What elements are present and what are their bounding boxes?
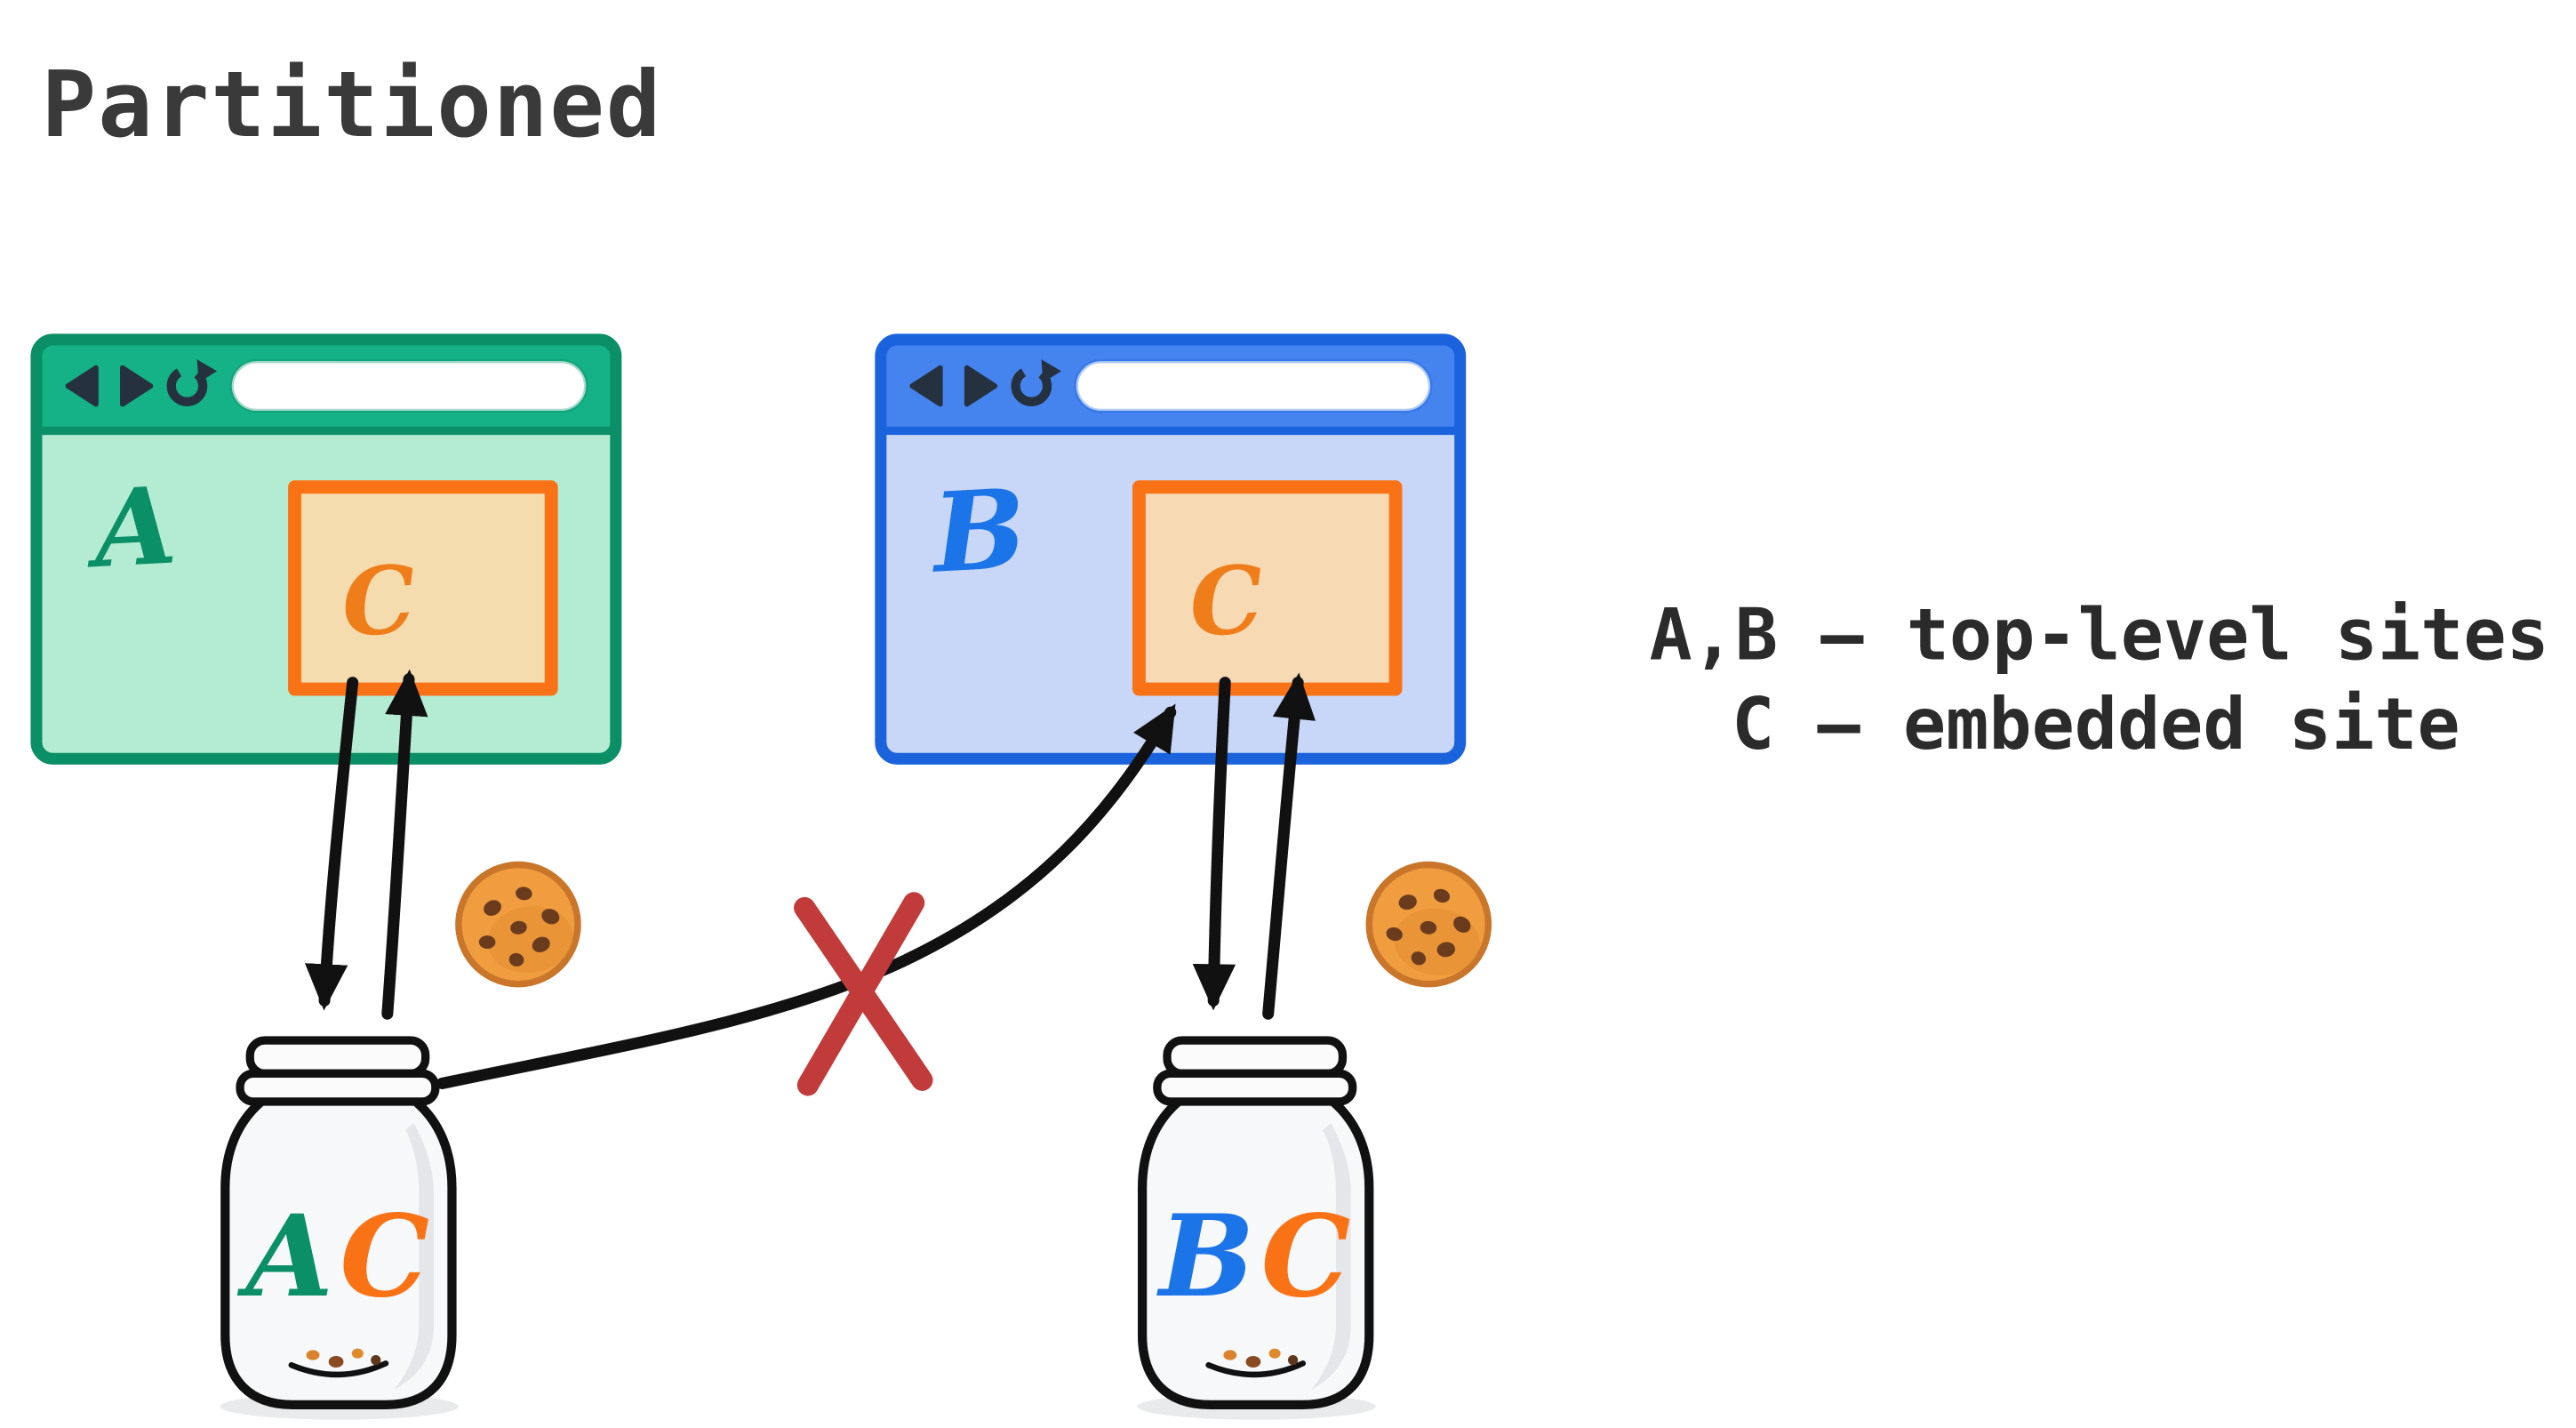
legend-line-1: A,B – top-level sites bbox=[1649, 594, 2548, 677]
arrow-c-to-right-jar bbox=[1192, 677, 1236, 1011]
browser-window-a: A C bbox=[30, 333, 622, 765]
embedded-iframe-b bbox=[1132, 480, 1403, 696]
blocked-cross-partition-arrow bbox=[436, 703, 1177, 1089]
iframe-a-label: C bbox=[339, 544, 420, 659]
page-title: Partitioned bbox=[42, 52, 663, 158]
window-b-label: B bbox=[927, 464, 1028, 597]
browser-window-b: B C bbox=[875, 333, 1467, 765]
window-a-border bbox=[30, 333, 622, 765]
embedded-iframe-a bbox=[288, 480, 558, 696]
back-icon bbox=[65, 365, 99, 407]
blocked-x-icon bbox=[794, 892, 933, 1096]
arrow-right-jar-to-c bbox=[1262, 672, 1316, 1020]
forward-icon bbox=[964, 365, 998, 407]
arrow-c-to-left-jar bbox=[304, 677, 359, 1011]
window-b-border bbox=[875, 333, 1467, 765]
back-icon bbox=[909, 365, 943, 407]
arrow-left-jar-to-c bbox=[381, 669, 428, 1020]
legend-line-2: C – embedded site bbox=[1732, 683, 2460, 766]
cookie-icon-left bbox=[451, 857, 585, 992]
window-a-label: A bbox=[82, 463, 180, 592]
cookie-icon-right bbox=[1364, 859, 1494, 990]
reload-icon bbox=[166, 359, 217, 406]
forward-icon bbox=[120, 365, 154, 407]
address-bar bbox=[229, 358, 588, 413]
address-bar bbox=[1074, 358, 1433, 413]
iframe-b-label: C bbox=[1186, 544, 1267, 659]
